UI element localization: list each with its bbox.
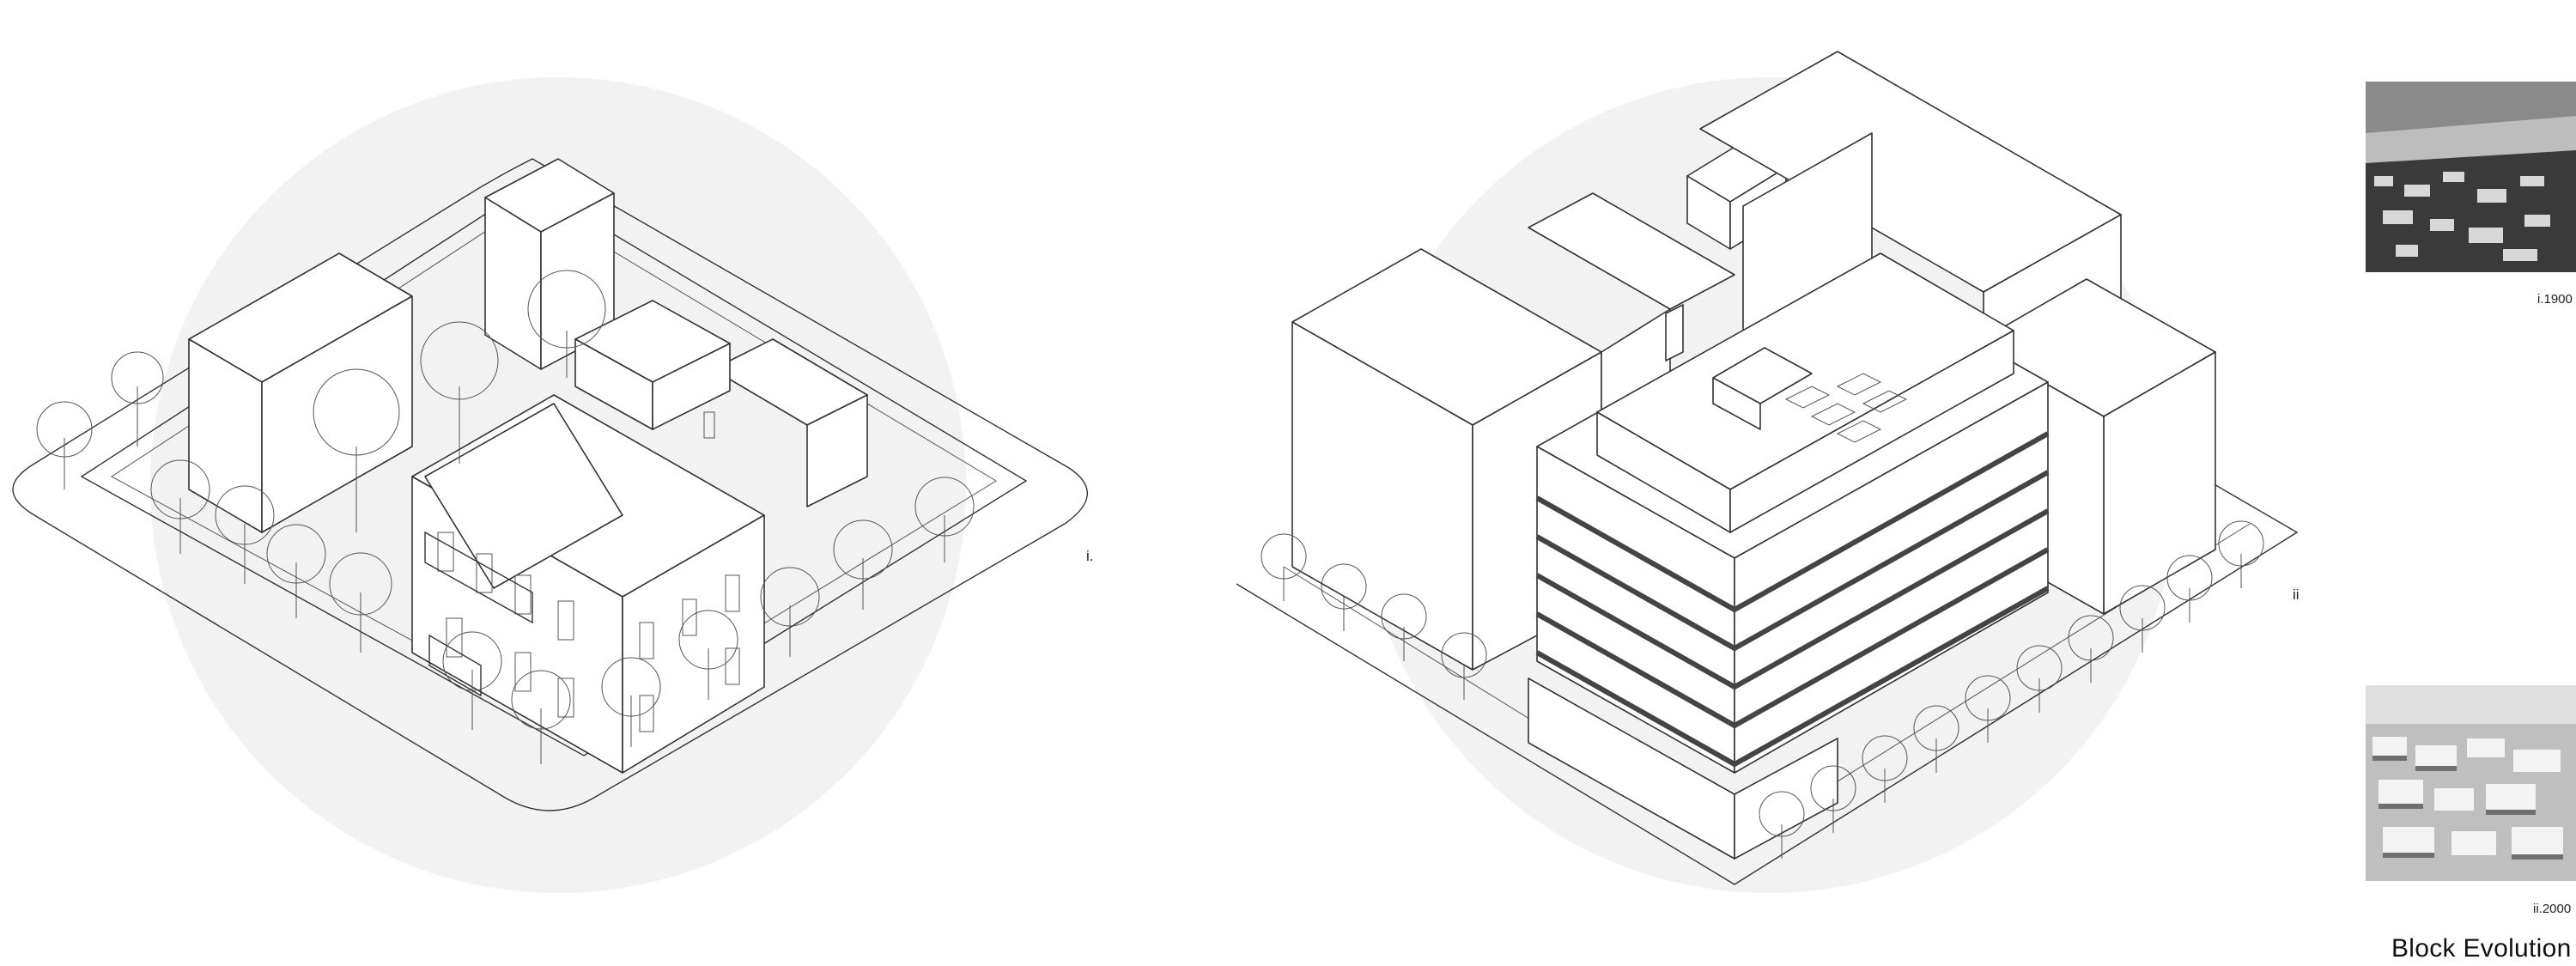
drawing-i-label: i. bbox=[1086, 548, 1094, 564]
trees bbox=[36, 270, 975, 764]
drawing-ii-label: ii bbox=[2293, 586, 2300, 603]
street-outline bbox=[12, 158, 1088, 811]
photo-2000-svg bbox=[2366, 685, 2576, 881]
sidewalk-edge bbox=[1236, 454, 2299, 885]
isometric-drawing-ii: ii bbox=[1219, 0, 2353, 966]
block-i-svg bbox=[12, 77, 1088, 893]
aerial-photo-2000 bbox=[2366, 685, 2576, 881]
aerial-photo-1900 bbox=[2366, 82, 2576, 272]
isometric-drawing-i: i. bbox=[0, 0, 1116, 966]
right-low-building bbox=[712, 338, 868, 507]
back-building bbox=[484, 158, 615, 370]
photo-caption-2000: ii.2000 bbox=[2533, 902, 2572, 916]
photo-caption-1900: i.1900 bbox=[2537, 292, 2573, 307]
left-building bbox=[188, 252, 413, 533]
photo-1900-svg bbox=[2366, 82, 2576, 272]
block-ii-svg bbox=[1236, 51, 2299, 893]
trees bbox=[1261, 520, 2264, 859]
main-apartment-building bbox=[1528, 252, 2050, 860]
page-title: Block Evolution bbox=[2391, 934, 2572, 963]
